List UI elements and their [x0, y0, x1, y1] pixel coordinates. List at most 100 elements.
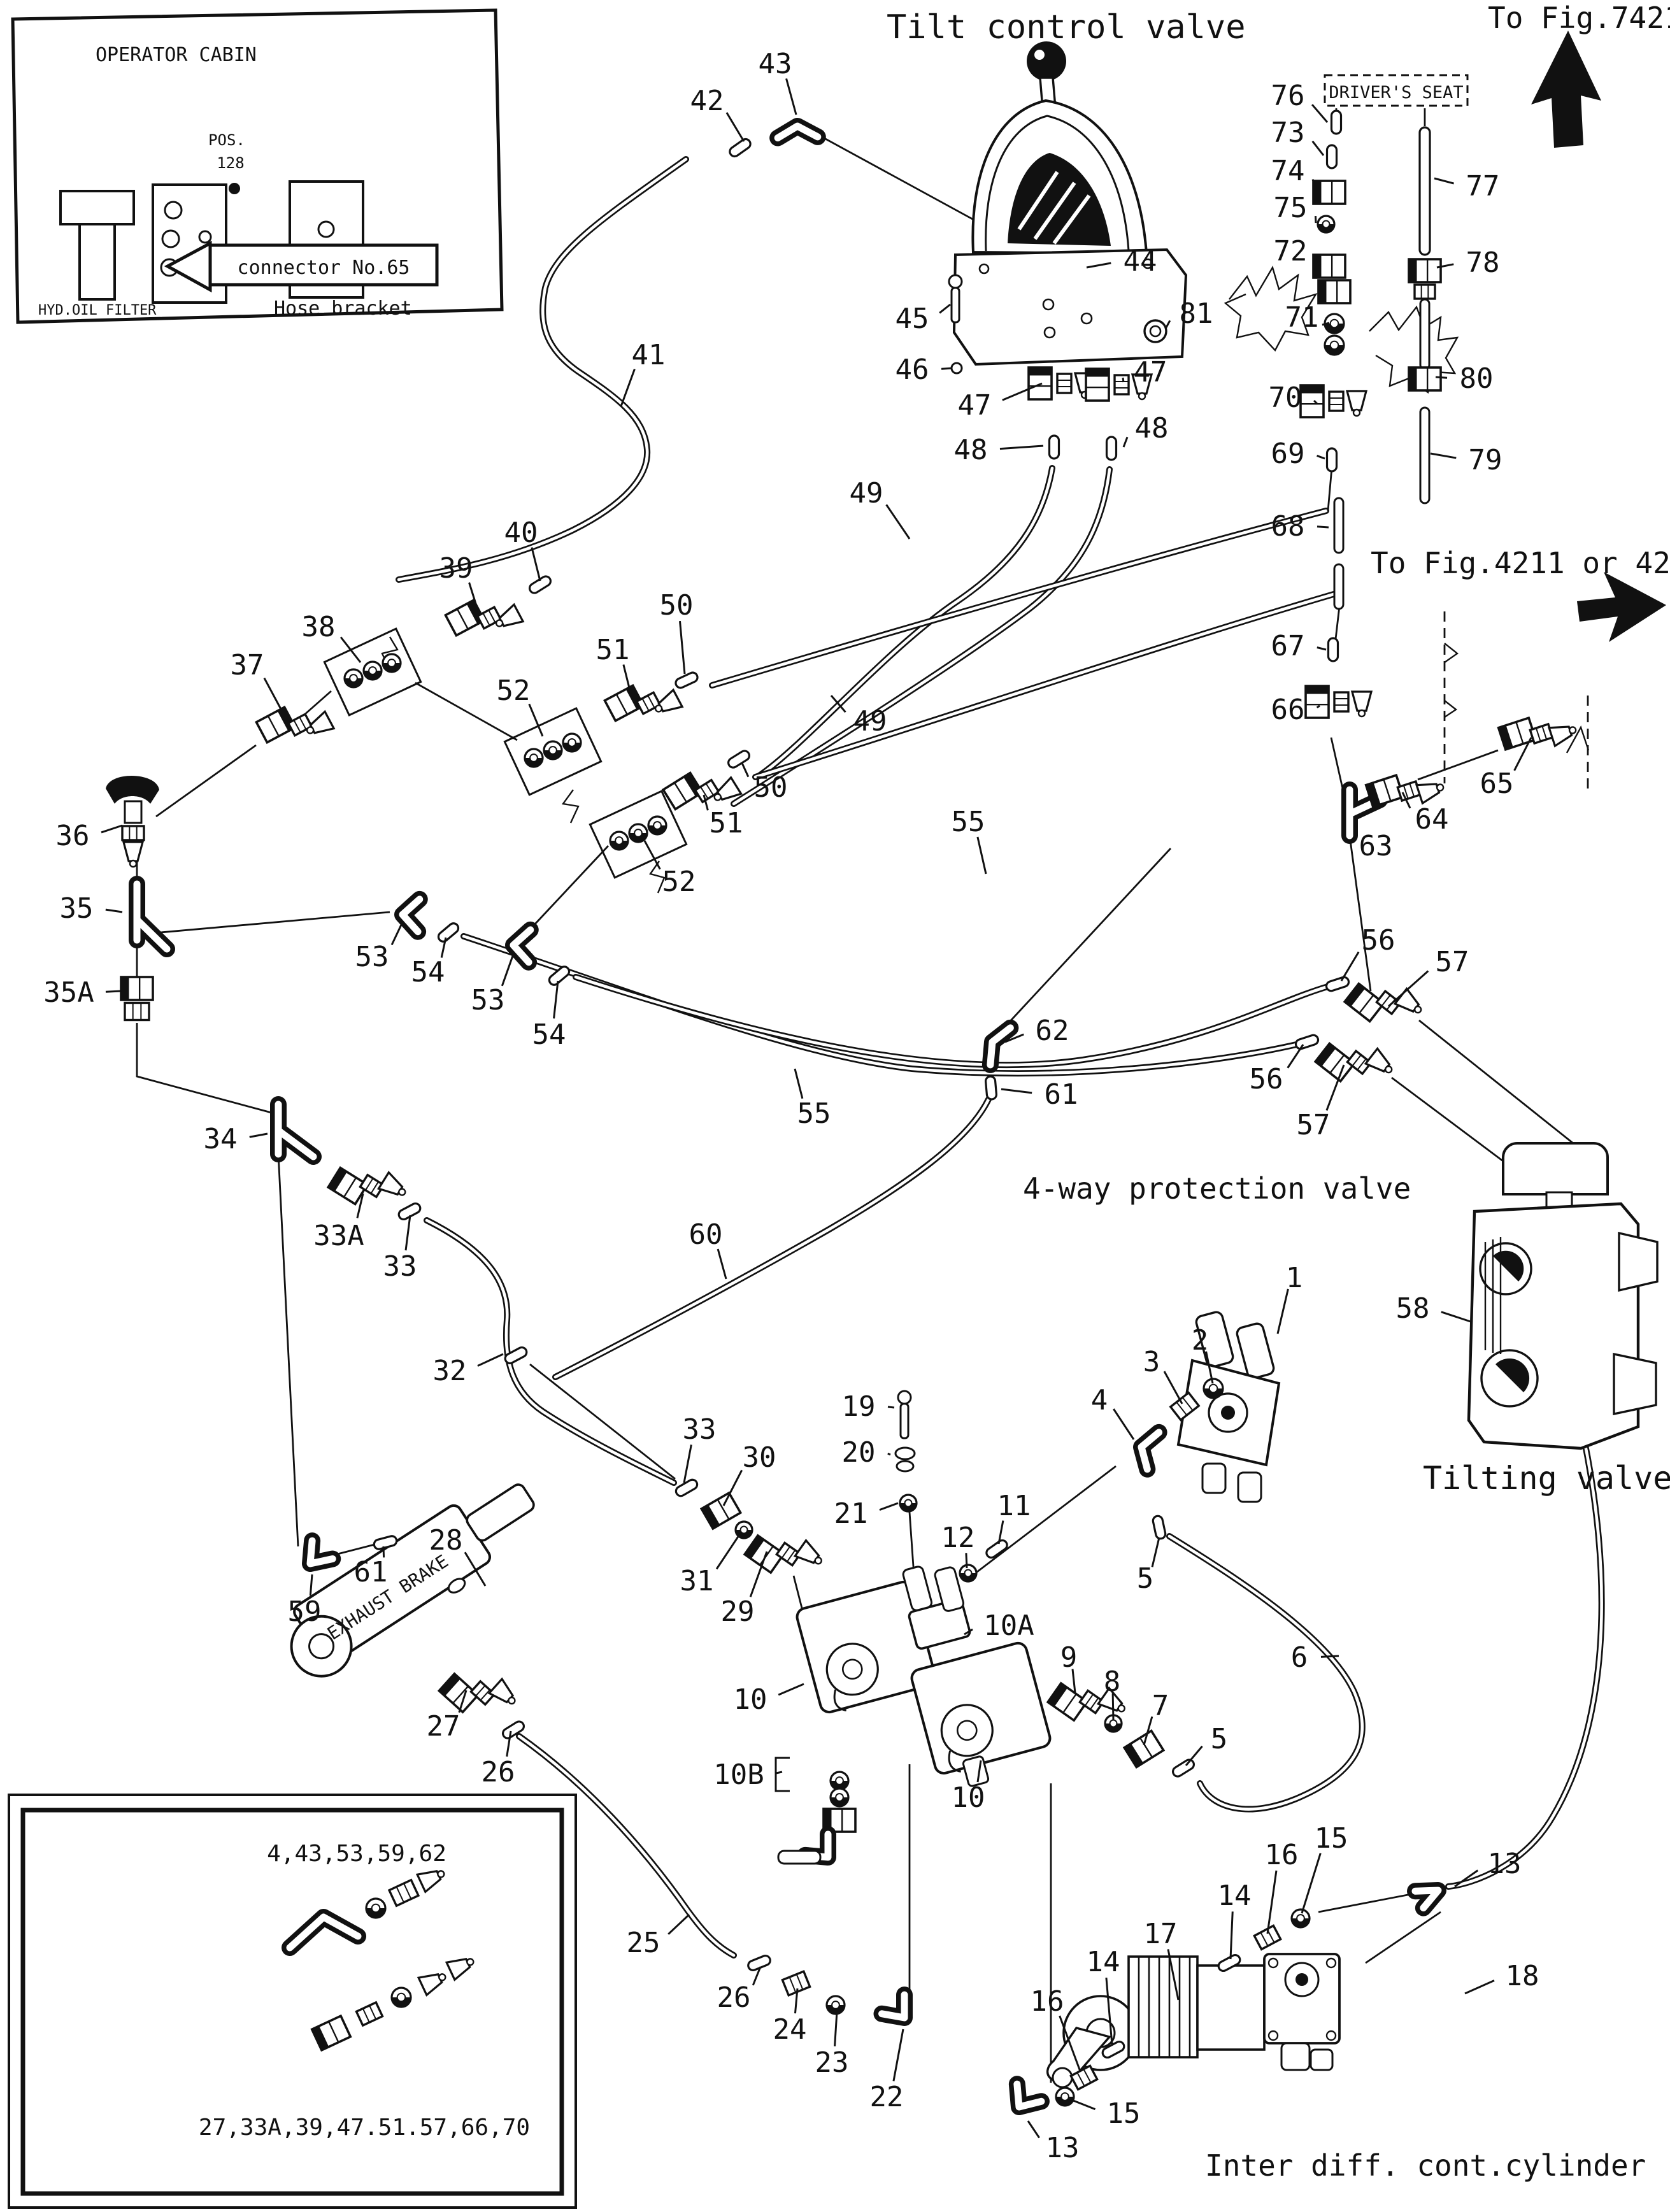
bracket-hole	[317, 220, 335, 238]
callout-number: 46	[896, 353, 929, 386]
callout-27: 27	[427, 1690, 467, 1743]
hex-nut-fitting	[1408, 258, 1442, 283]
callout-number: 58	[1396, 1292, 1430, 1325]
callout-55: 55	[794, 1068, 831, 1130]
break-thorns	[1444, 643, 1590, 753]
callout-number: 6	[1291, 1641, 1308, 1674]
callout-number: 16	[1265, 1839, 1299, 1871]
callout-number: 61	[354, 1556, 388, 1588]
hose-to-13	[1445, 1369, 1605, 1890]
callout-28: 28	[429, 1524, 487, 1587]
elbow-fitting-core	[987, 1024, 1014, 1069]
leader-line	[1513, 737, 1532, 771]
cone-tip	[1384, 1065, 1393, 1074]
cone-body	[1096, 1686, 1124, 1712]
cone-tip	[398, 1188, 406, 1196]
elbow-fitting-core	[399, 896, 424, 936]
title-tilt: Tilt control valve	[887, 8, 1246, 46]
pin-body	[437, 922, 460, 943]
cap	[1502, 1142, 1609, 1195]
hose-55-upper-core	[574, 975, 1332, 1067]
callout-32: 32	[433, 1353, 504, 1387]
hexnut-facet	[759, 1545, 774, 1566]
nut-fitting	[635, 690, 662, 716]
valve-face-hub	[841, 1659, 863, 1680]
nut-facets	[1420, 285, 1429, 299]
pin-body	[729, 138, 752, 158]
title-fourway: 4-way protection valve	[1023, 1171, 1411, 1206]
nut-body	[775, 1541, 802, 1567]
callout-56: 56	[1250, 1044, 1304, 1095]
pin-body	[1171, 1759, 1195, 1778]
callout-30: 30	[722, 1441, 776, 1506]
pin-fitting	[1105, 436, 1118, 461]
hex-nut-fitting	[1313, 1041, 1357, 1083]
callout-36: 36	[56, 820, 123, 852]
nut-body	[124, 1001, 150, 1022]
callout-12: 12	[941, 1522, 974, 1569]
callout-number: 50	[754, 771, 788, 804]
washer-hole	[368, 666, 377, 675]
leader-line	[553, 980, 559, 1019]
callout-number: 33	[383, 1250, 417, 1283]
washer-shade	[366, 1908, 385, 1918]
cone-fitting	[415, 1869, 445, 1894]
hex-nut-fitting	[1299, 384, 1325, 418]
callout-number: 15	[1315, 1822, 1348, 1855]
leader-line	[1027, 2120, 1040, 2139]
washer-shade	[544, 750, 562, 759]
hex-nut-fitting	[822, 1808, 857, 1833]
leader-line	[1105, 1978, 1113, 2045]
pin-body	[727, 750, 751, 769]
title-interdiff: Inter diff. cont.cylinder	[1205, 2148, 1646, 2183]
callout-number: 24	[773, 2013, 807, 2046]
nut-facets	[700, 783, 714, 799]
hexnut-facet	[456, 608, 469, 630]
leader-line	[1441, 1311, 1473, 1324]
leader-line	[101, 824, 123, 834]
fork-eye	[1052, 2067, 1073, 2088]
hex-nut-fitting	[1085, 367, 1110, 402]
bracket-hole	[198, 230, 212, 244]
leader-line	[1313, 399, 1318, 405]
callout-57: 57	[1297, 1064, 1345, 1141]
pin-body	[504, 1346, 528, 1365]
callout-number: 33	[683, 1413, 717, 1446]
leader-line	[830, 695, 846, 713]
callout-number: 52	[497, 674, 531, 707]
hexnut-facet	[1329, 1054, 1345, 1074]
axis-line	[1418, 1019, 1574, 1145]
callout-26: 26	[482, 1730, 515, 1788]
callout-number: 79	[1469, 444, 1502, 476]
hexnut-shade	[1318, 280, 1327, 303]
nut-facets	[1329, 397, 1343, 405]
lever-knob	[1027, 41, 1066, 81]
block-bolt	[1267, 2030, 1279, 2041]
callout-38: 38	[302, 611, 362, 663]
cone-body	[122, 841, 145, 862]
pin-body	[1327, 637, 1339, 662]
callout-35A: 35A	[43, 976, 122, 1009]
leader-line	[1122, 436, 1129, 448]
washer-shade	[1292, 1918, 1310, 1927]
callout-23: 23	[815, 2011, 848, 2079]
leader-line	[390, 924, 403, 946]
hexnut-shade	[1409, 367, 1417, 390]
callout-number: 5	[1211, 1723, 1228, 1755]
leader-line	[1143, 1716, 1153, 1746]
hexnut-shade	[1366, 782, 1381, 807]
connector-callout-box	[208, 243, 439, 287]
washer-shade	[525, 758, 543, 767]
leader-line	[964, 1628, 973, 1636]
leader-line	[1322, 322, 1330, 326]
leader-line	[1122, 377, 1125, 383]
callout-number: 71	[1285, 301, 1319, 334]
cone-fitting	[445, 1957, 475, 1981]
callout-55: 55	[952, 806, 987, 874]
callout-79: 79	[1430, 444, 1502, 476]
pin-fitting	[1325, 144, 1338, 169]
nut-body	[469, 1680, 496, 1706]
nut-fitting	[1333, 691, 1350, 713]
port-shade	[1495, 1358, 1530, 1392]
callout-6: 6	[1291, 1641, 1339, 1674]
